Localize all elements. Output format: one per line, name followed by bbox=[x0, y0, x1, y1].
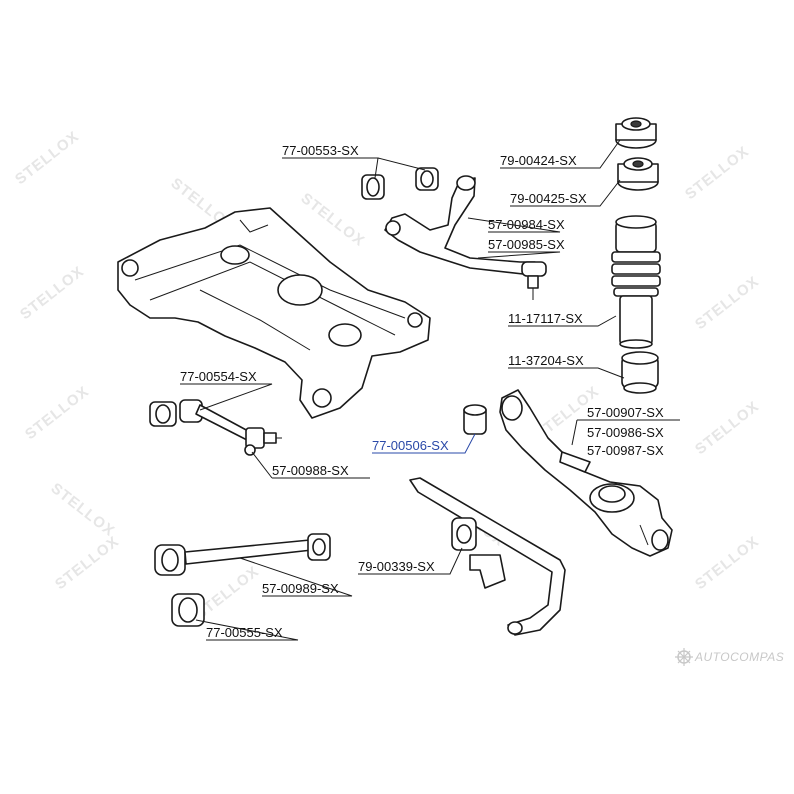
bushing-77-00553-left bbox=[361, 174, 385, 200]
brand-mark: AUTOCOMPAS bbox=[675, 648, 784, 666]
label-57-00907: 57-00907-SX bbox=[587, 405, 664, 420]
label-79-00425: 79-00425-SX bbox=[510, 191, 587, 206]
bushing-77-00553-right bbox=[415, 167, 439, 191]
leader-lines bbox=[180, 139, 680, 641]
bushing-77-00554 bbox=[149, 401, 177, 427]
stab-bushing-79-00339 bbox=[451, 517, 506, 589]
bump-stop-11-37204 bbox=[621, 351, 659, 394]
watermark-text: STELLOX bbox=[12, 128, 82, 188]
watermark-text: STELLOX bbox=[52, 533, 122, 593]
part-labels: 77-00553-SX 79-00424-SX 79-00425-SX 57-0… bbox=[180, 143, 664, 640]
label-77-00506: 77-00506-SX bbox=[372, 438, 449, 453]
watermark-text: STELLOX bbox=[17, 263, 87, 323]
label-77-00554: 77-00554-SX bbox=[180, 369, 257, 384]
upper-control-arm bbox=[384, 175, 547, 300]
lower-control-arm bbox=[499, 389, 673, 557]
label-77-00555: 77-00555-SX bbox=[206, 625, 283, 640]
label-11-17117: 11-17117-SX bbox=[508, 311, 583, 326]
bushing-77-00555 bbox=[171, 593, 205, 627]
brand-text: AUTOCOMPAS bbox=[694, 650, 784, 664]
top-mount-79-00425 bbox=[617, 157, 659, 191]
top-mount-79-00424 bbox=[615, 117, 657, 149]
label-11-37204: 11-37204-SX bbox=[508, 353, 584, 368]
label-57-00986: 57-00986-SX bbox=[587, 425, 664, 440]
lateral-arm-57-00989 bbox=[154, 533, 331, 576]
toe-link-57-00988 bbox=[179, 399, 282, 456]
label-79-00424: 79-00424-SX bbox=[500, 153, 577, 168]
watermark-text: STELLOX bbox=[298, 190, 368, 250]
label-57-00988: 57-00988-SX bbox=[272, 463, 349, 478]
rear-subframe bbox=[117, 207, 431, 419]
watermark-text: STELLOX bbox=[48, 480, 118, 540]
watermark-text: STELLOX bbox=[692, 273, 762, 333]
dust-boot-11-17117 bbox=[611, 215, 661, 349]
label-57-00987: 57-00987-SX bbox=[587, 443, 664, 458]
label-57-00984: 57-00984-SX bbox=[488, 217, 565, 232]
bushing-77-00506 bbox=[463, 404, 487, 435]
stabilizer-bar bbox=[409, 477, 566, 636]
watermark-text: STELLOX bbox=[692, 533, 762, 593]
label-57-00985: 57-00985-SX bbox=[488, 237, 565, 252]
watermark-text: STELLOX bbox=[692, 398, 762, 458]
label-57-00989: 57-00989-SX bbox=[262, 581, 339, 596]
watermark-text: STELLOX bbox=[682, 143, 752, 203]
label-77-00553: 77-00553-SX bbox=[282, 143, 359, 158]
label-79-00339: 79-00339-SX bbox=[358, 559, 435, 574]
gear-logo-icon bbox=[675, 648, 693, 666]
watermark-text: STELLOX bbox=[22, 383, 92, 443]
